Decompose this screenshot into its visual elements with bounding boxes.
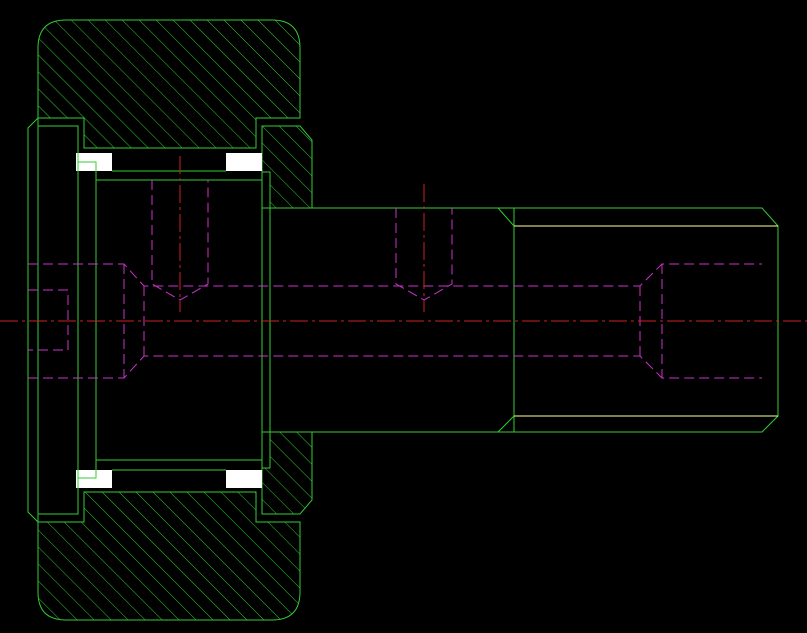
seal-bottom-right — [226, 470, 262, 488]
side-flange-bottom — [261, 431, 313, 515]
head-plate — [27, 116, 39, 524]
center-lines — [0, 156, 807, 322]
seal-bottom-left — [76, 470, 112, 488]
outer-ring-bottom-section — [37, 491, 301, 621]
lube-hole-left — [151, 180, 209, 301]
stud-outline — [27, 116, 779, 524]
hidden-lines — [28, 180, 762, 379]
threaded-section — [497, 207, 779, 433]
threaded-end — [514, 207, 779, 433]
hex-socket — [28, 289, 69, 351]
outer-ring — [37, 19, 301, 621]
side-flange-top — [261, 125, 313, 209]
outer-ring-top-section — [37, 19, 301, 149]
head-plate-inner — [37, 125, 79, 515]
central-bore — [28, 263, 762, 287]
shaft — [269, 207, 515, 433]
side-flange — [261, 125, 313, 515]
seal-top-right — [226, 153, 262, 171]
central-bore-lower — [28, 355, 762, 379]
head-step — [78, 161, 263, 479]
